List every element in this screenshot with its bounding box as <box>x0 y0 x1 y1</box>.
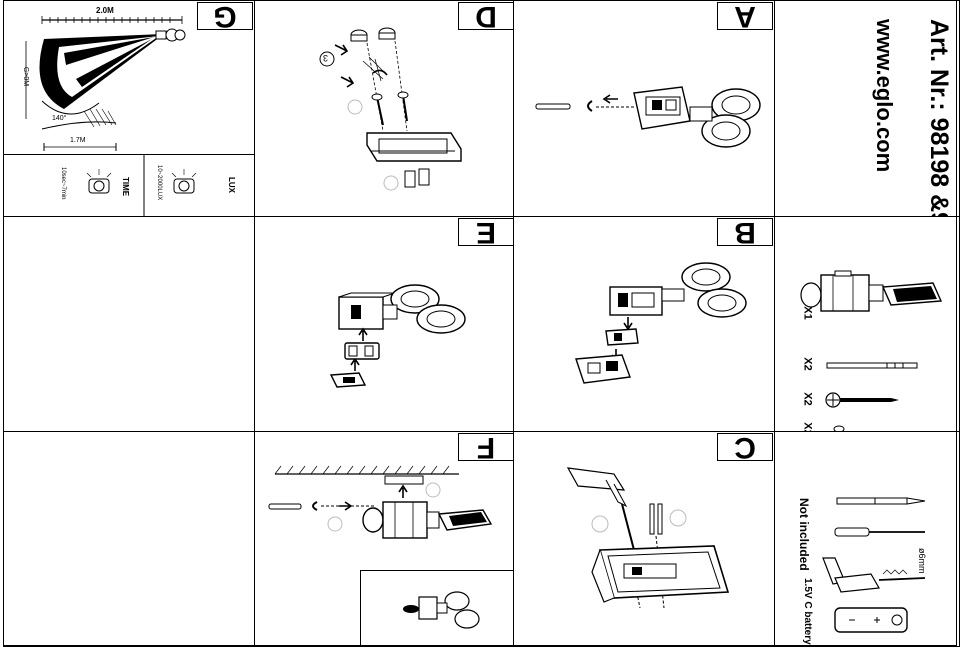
angle-label: 140° <box>52 115 67 122</box>
panel-blank-1 <box>3 216 255 432</box>
tools-list <box>822 497 926 633</box>
drill-bit-label: ø6mm <box>917 548 927 574</box>
qty-sensor-light: X1 <box>801 306 814 320</box>
panel-title: Art. Nr.: 98198 &98194 www.eglo.com <box>774 0 960 217</box>
panel-a: A <box>513 0 775 217</box>
qty-screw: X2 <box>801 392 814 406</box>
screwdriver-icon <box>834 527 925 537</box>
wall-mounting-diagram <box>319 27 462 191</box>
panel-blank-2 <box>3 431 255 647</box>
panel-f: F <box>254 431 514 647</box>
control-dials <box>86 155 197 216</box>
width-label: 2.0M <box>96 6 114 15</box>
step-number: 3 <box>323 53 329 63</box>
website: www.eglo.com <box>872 19 897 173</box>
height-label: G>0M <box>22 66 30 87</box>
ceiling-mount-diagram <box>268 465 493 539</box>
panel-not-included: Not included <box>774 431 960 647</box>
detection-range-diagram <box>25 16 186 151</box>
distance-label: 1.7M <box>70 137 86 144</box>
drill-icon <box>822 557 926 593</box>
panel-g: G <box>3 0 255 155</box>
panel-e: E <box>254 216 514 432</box>
screw-icon <box>825 392 899 408</box>
time-range: 10sec~7min <box>60 167 66 200</box>
panel-parts: X1 X2 X2 X2 <box>774 216 960 432</box>
lux-label: LUX <box>227 177 236 193</box>
article-number: Art. Nr.: 98198 &98194 <box>925 19 953 217</box>
inset-mounted-lamp <box>360 570 513 646</box>
parts-list <box>800 270 943 431</box>
panel-d: D <box>254 0 514 217</box>
battery-label: 1.5V C battery <box>802 578 813 645</box>
battery-icon <box>834 607 908 633</box>
remove-bracket-diagram <box>535 86 761 148</box>
anchor-plug-icon <box>826 362 918 369</box>
time-label: TIME <box>121 177 130 197</box>
battery-insertion-diagram <box>329 284 466 388</box>
panel-controls: TIME 10sec~7min LUX 10~2000LUX <box>3 154 255 217</box>
sensor-light-icon <box>800 270 943 312</box>
panel-b: B <box>513 216 775 432</box>
open-battery-diagram <box>575 262 747 384</box>
panel-c: C <box>513 431 775 647</box>
pencil-icon <box>836 497 926 505</box>
drill-mounting-diagram <box>566 467 730 609</box>
lux-range: 10~2000LUX <box>156 165 162 201</box>
washer-icon <box>833 425 845 431</box>
qty-anchor-plug: X2 <box>801 357 814 371</box>
mounted-lamp-icon <box>403 591 480 629</box>
